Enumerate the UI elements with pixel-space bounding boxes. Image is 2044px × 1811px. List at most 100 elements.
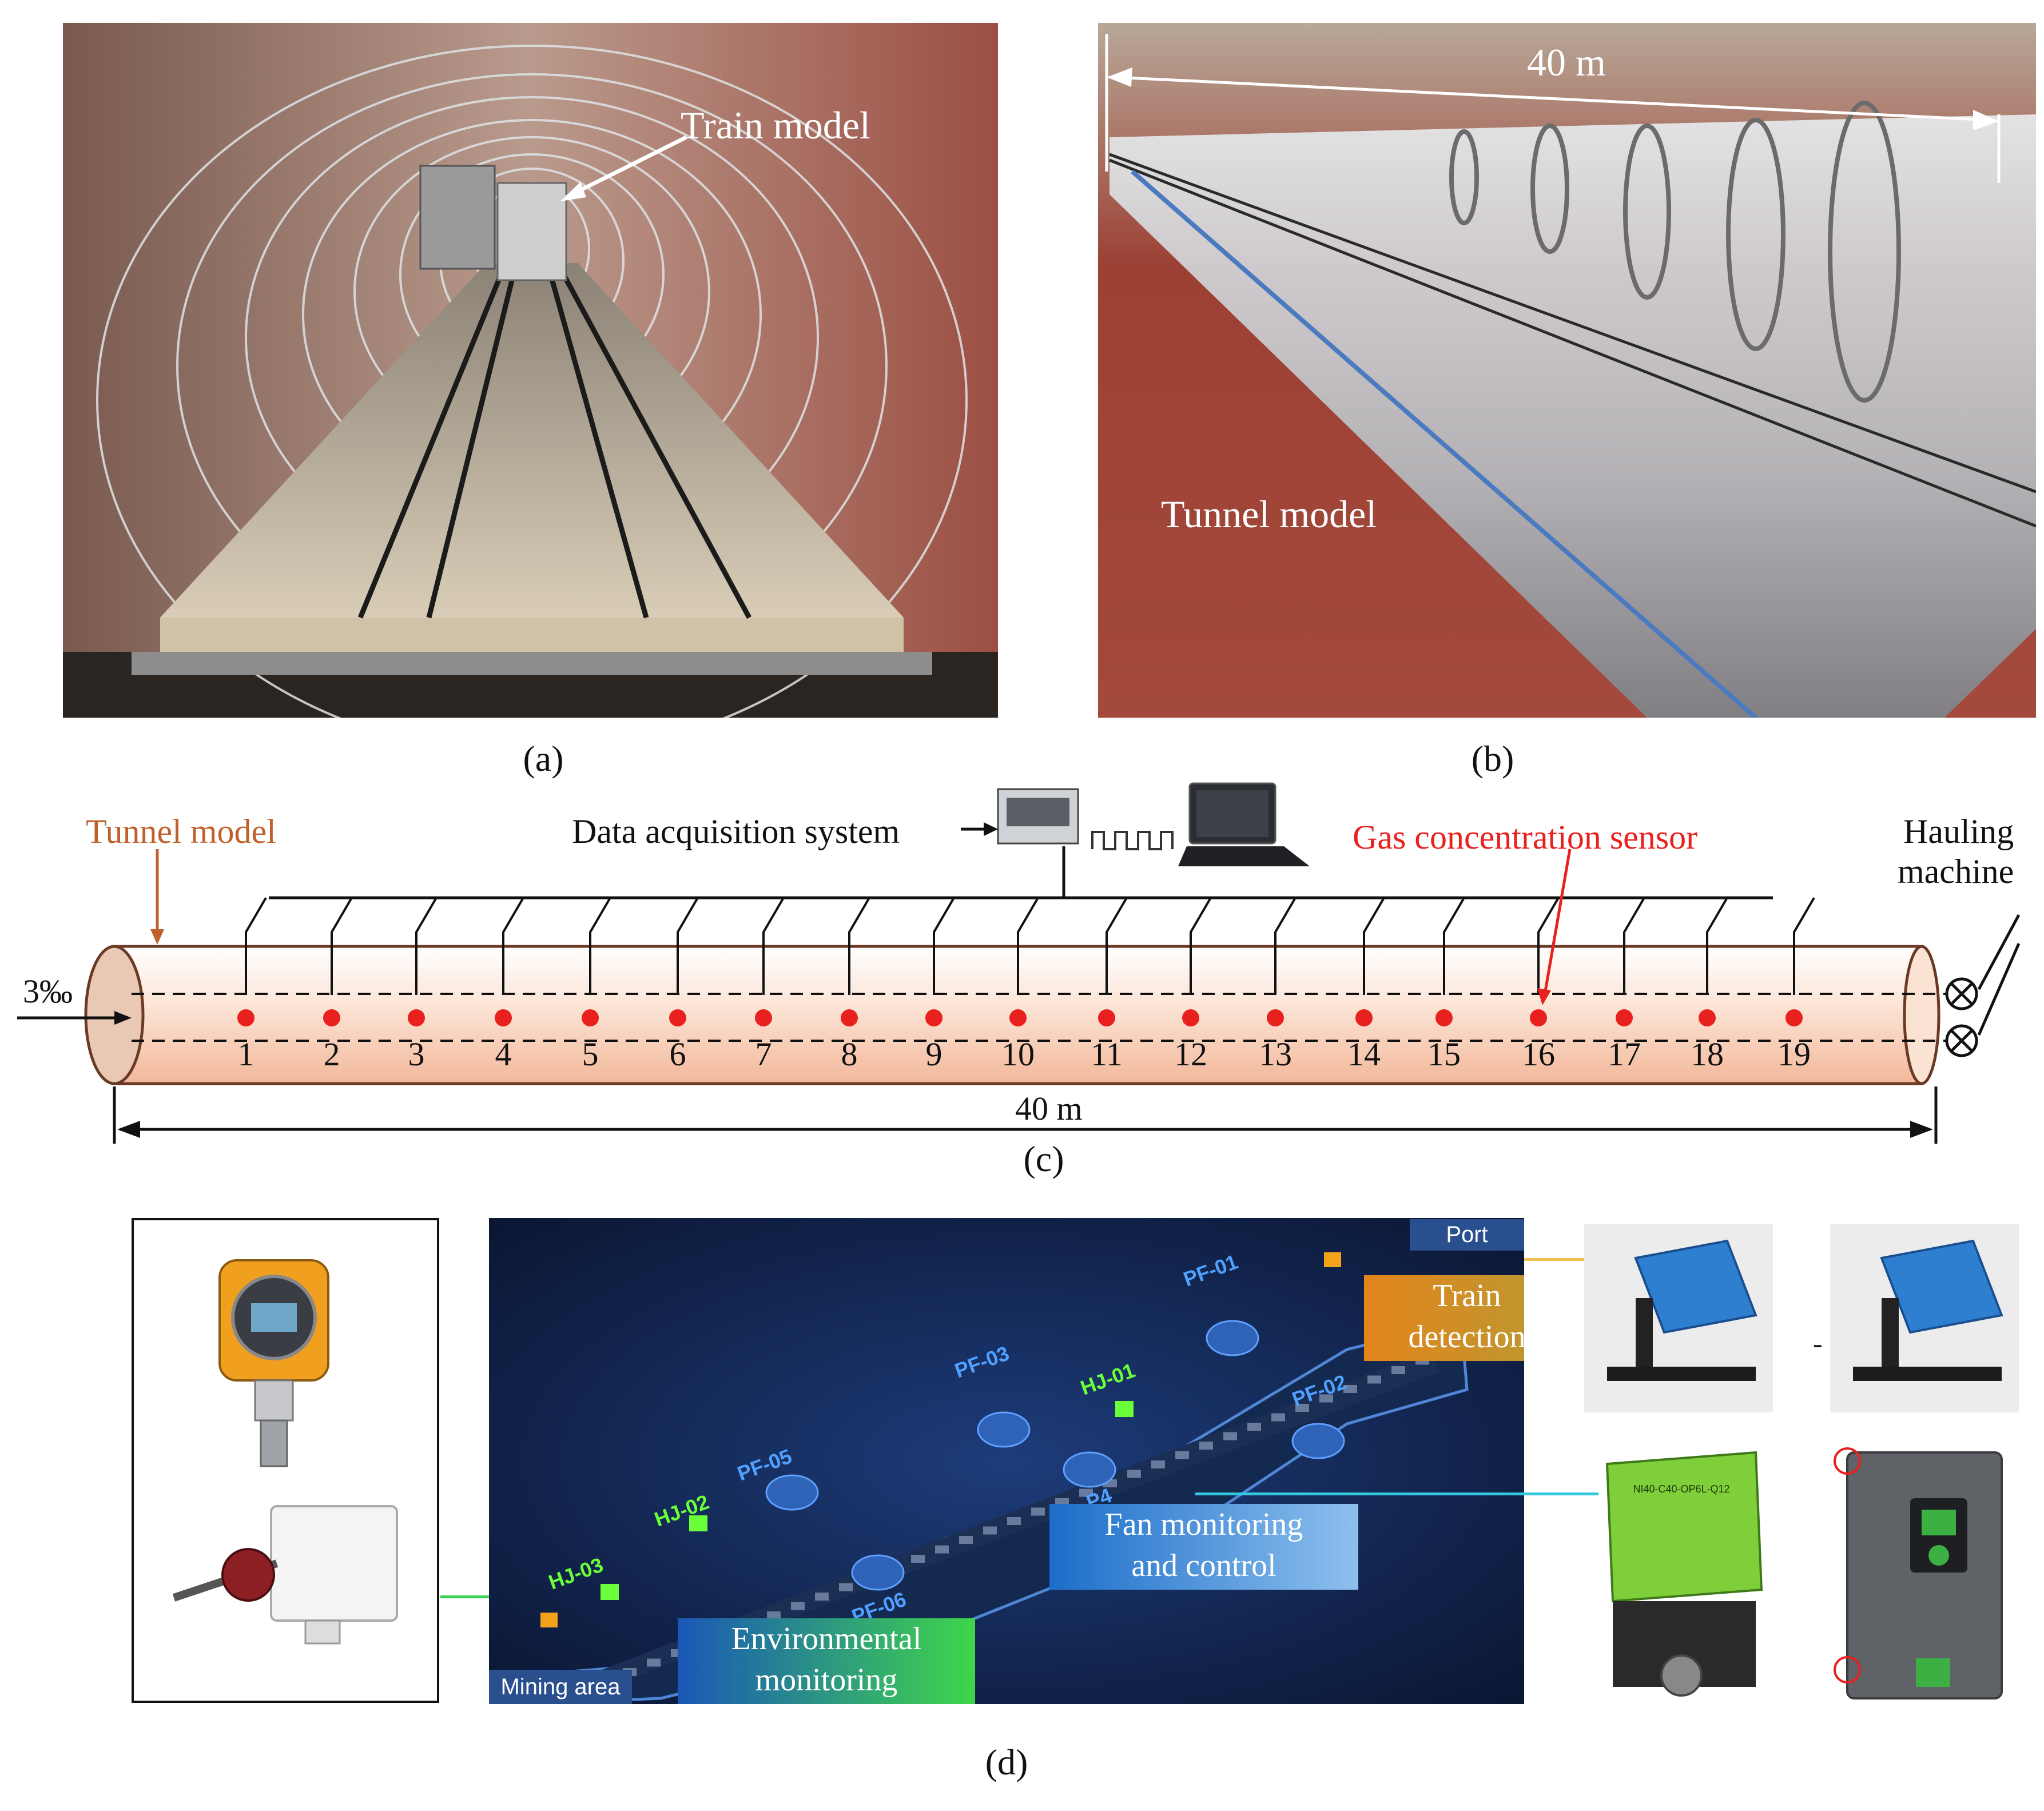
sensor-dot [1785, 1009, 1803, 1026]
tunnel-interior-photo: Train model [63, 23, 998, 718]
fan-monitoring-line1: Fan monitoring [1104, 1507, 1303, 1542]
train-sensor-photo-2 [1830, 1224, 2019, 1412]
rail-block [1247, 1423, 1261, 1431]
mining-area-tag: Mining area [489, 1670, 632, 1704]
sensor-dot [1267, 1009, 1284, 1026]
rail-block [1031, 1507, 1045, 1516]
rail-block [1175, 1451, 1189, 1459]
train-detection-tag: Train detection [1364, 1275, 1524, 1361]
sensor-dot [1435, 1009, 1453, 1026]
port-tag: Port [1410, 1219, 1524, 1251]
sensor-number: 7 [755, 1036, 772, 1073]
train-sensor-photo-1 [1584, 1224, 1773, 1412]
train-detection-line1: Train [1433, 1278, 1501, 1314]
sensor-number: 9 [925, 1036, 943, 1073]
sensor-wire [415, 897, 438, 995]
sensor-wire [1017, 897, 1039, 995]
sensor-number: 2 [323, 1036, 340, 1073]
hauling-label-1: Hauling [1903, 813, 2014, 850]
length-label-b: 40 m [1527, 41, 1606, 84]
rail-block [1127, 1470, 1141, 1478]
rail-block [767, 1611, 781, 1619]
env-monitoring-line1: Environmental [731, 1621, 922, 1657]
sensor-number: 17 [1608, 1036, 1641, 1073]
rail-block [1199, 1442, 1213, 1450]
proximity-sensor-photo: NI40-C40-OP6L-Q12 [1596, 1447, 1767, 1704]
sensor-number: 8 [841, 1036, 858, 1073]
sensor-wire [1105, 897, 1128, 995]
sensor-number: 6 [669, 1036, 686, 1073]
sensor-dot [1616, 1009, 1633, 1026]
sensor-wire [502, 897, 524, 995]
caption-b: (b) [1471, 738, 1514, 779]
caption-a: (a) [523, 738, 564, 779]
rail-block [1367, 1375, 1381, 1384]
train-model-label: Train model [681, 104, 870, 147]
rail-block [1151, 1460, 1165, 1468]
env-monitoring-tag: Environmental monitoring [678, 1618, 975, 1704]
sensor-dot [925, 1009, 943, 1026]
sensor-dot [1182, 1009, 1199, 1026]
sensor-number: 4 [495, 1036, 512, 1073]
sensor-dot [755, 1009, 772, 1026]
rail-block [911, 1555, 925, 1563]
sensor-wire [1623, 897, 1645, 995]
sensor-dot [495, 1009, 512, 1026]
slope-label: 3‰ [23, 973, 73, 1010]
sensor-wire [1706, 897, 1728, 995]
tunnel-model-label-c: Tunnel model [86, 813, 276, 850]
rail-block [1295, 1404, 1309, 1412]
sensor-dot [1009, 1009, 1027, 1026]
sensor-number: 3 [408, 1036, 425, 1073]
sensor-number: 10 [1001, 1036, 1035, 1073]
sensor-number: 1 [237, 1036, 254, 1073]
sensor-dot [582, 1009, 599, 1026]
rail-block [935, 1545, 949, 1554]
fan-link [1195, 1492, 1598, 1495]
rail-block [1319, 1394, 1333, 1403]
sensor-number: 19 [1777, 1036, 1811, 1073]
sensor-wire [677, 897, 699, 995]
train-detection-line2: detection [1408, 1319, 1524, 1355]
sensor-wire [1274, 897, 1297, 995]
proximity-sensor-text: NI40-C40-OP6L-Q12 [1633, 1483, 1729, 1495]
sensor-dot [408, 1009, 425, 1026]
sensor-number: 11 [1091, 1036, 1123, 1073]
rail-block [1223, 1432, 1237, 1440]
rail-block [959, 1536, 973, 1544]
rail-block [647, 1658, 661, 1667]
rail-block [815, 1593, 829, 1601]
tunnel-exterior-photo: 40 m Tunnel model [1098, 23, 2036, 718]
sensor-wire [933, 897, 955, 995]
rail-block [791, 1602, 805, 1610]
environment-sensor-frame [132, 1218, 439, 1703]
sensor-wire [848, 897, 870, 995]
gas-sensor-label: Gas concentration sensor [1353, 818, 1698, 856]
inverter-photo [1830, 1441, 2019, 1710]
sensor-wire [589, 897, 611, 995]
sensor-number: 15 [1427, 1036, 1461, 1073]
sensor-number: 5 [582, 1036, 599, 1073]
caption-d: (d) [985, 1742, 1028, 1782]
sensor-dot [323, 1009, 340, 1026]
sensor-wire [1793, 897, 1815, 995]
fan-monitoring-line2: and control [1131, 1548, 1276, 1583]
rail-block [1391, 1366, 1405, 1374]
rail-block [1343, 1385, 1357, 1393]
sensor-dot [841, 1009, 858, 1026]
sensor-wire [762, 897, 785, 995]
sensor-dot [1530, 1009, 1547, 1026]
rail-block [1007, 1517, 1021, 1525]
rail-block [1271, 1413, 1285, 1422]
sensor-wire [1363, 897, 1385, 995]
sensor-number: 18 [1691, 1036, 1724, 1073]
tunnel-model-label-b: Tunnel model [1161, 492, 1377, 536]
train-sensor-dash: - [1813, 1327, 1823, 1359]
sensor-dot [1355, 1009, 1373, 1026]
rail-block [839, 1583, 853, 1591]
sensor-wire [245, 897, 267, 995]
hauling-label-2: machine [1898, 853, 2014, 890]
sensor-wire [331, 897, 353, 995]
sensor-dot [237, 1009, 254, 1026]
tunnel-schematic: Tunnel model Data acquisition system Gas… [0, 766, 2044, 1178]
